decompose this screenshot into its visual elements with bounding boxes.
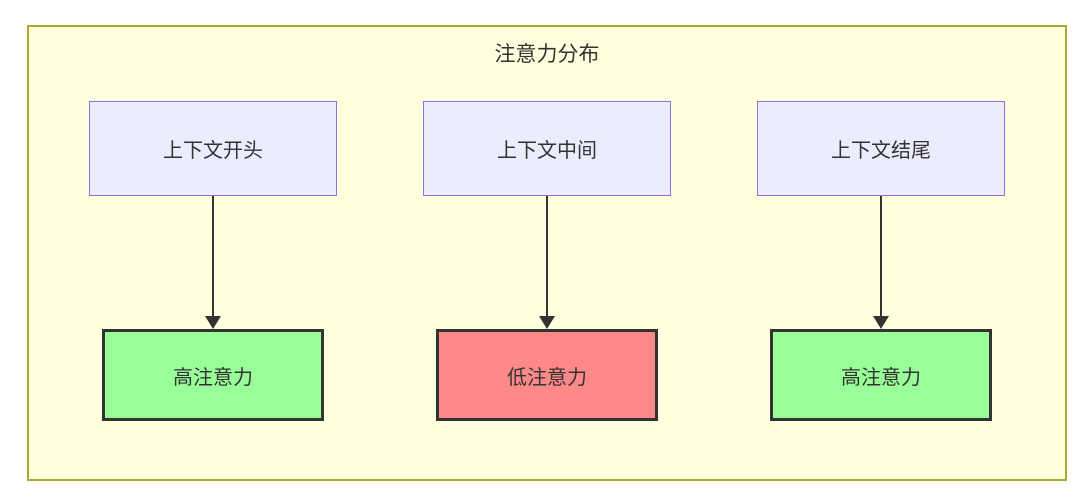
flow-column-context-end: 上下文结尾 高注意力	[757, 101, 1005, 421]
flow-column-context-start: 上下文开头 高注意力	[89, 101, 337, 421]
attention-node-low: 低注意力	[436, 329, 658, 421]
attention-node-high-2: 高注意力	[770, 329, 992, 421]
arrow-down	[205, 196, 221, 329]
arrow-line	[546, 196, 548, 316]
arrowhead-down-icon	[873, 316, 889, 329]
arrowhead-down-icon	[539, 316, 555, 329]
arrow-line	[212, 196, 214, 316]
context-start-node: 上下文开头	[89, 101, 337, 196]
arrowhead-down-icon	[205, 316, 221, 329]
arrow-line	[880, 196, 882, 316]
diagram-title: 注意力分布	[494, 43, 600, 66]
flow-column-context-middle: 上下文中间 低注意力	[423, 101, 671, 421]
arrow-down	[539, 196, 555, 329]
context-middle-node: 上下文中间	[423, 101, 671, 196]
arrow-down	[873, 196, 889, 329]
attention-node-high-1: 高注意力	[102, 329, 324, 421]
attention-distribution-frame: 注意力分布 上下文开头 高注意力 上下文中间 低注意力 上下文结尾	[27, 25, 1067, 481]
flow-columns: 上下文开头 高注意力 上下文中间 低注意力 上下文结尾	[29, 101, 1065, 421]
context-end-node: 上下文结尾	[757, 101, 1005, 196]
